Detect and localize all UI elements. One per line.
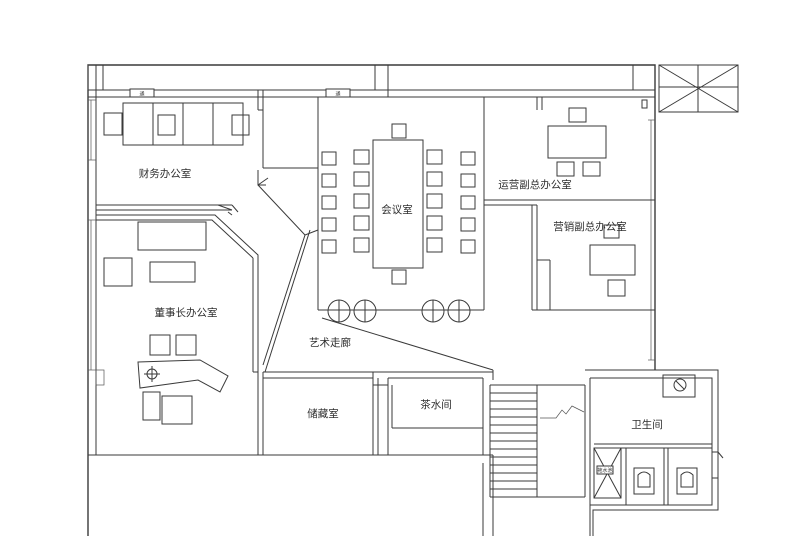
ac-unit-left-label: 通 bbox=[139, 91, 144, 98]
windows bbox=[87, 65, 655, 386]
mop-sink: 拖水池 bbox=[596, 465, 614, 475]
duct-shaft bbox=[658, 64, 739, 113]
art-corridor bbox=[257, 168, 494, 380]
tea-room bbox=[387, 377, 484, 455]
meeting-room bbox=[317, 97, 485, 323]
restroom-label: 卫生间 bbox=[631, 418, 663, 431]
meeting-room-label: 会议室 bbox=[381, 203, 413, 216]
tea-room-label: 茶水间 bbox=[420, 398, 452, 411]
sales-vp-office-label: 营销副总办公室 bbox=[553, 220, 627, 233]
chairman-office bbox=[96, 204, 264, 455]
sales-vp-office bbox=[531, 205, 655, 311]
finance-office bbox=[96, 90, 318, 211]
art-corridor-label: 艺术走廊 bbox=[309, 336, 351, 349]
ac-unit-right-label: 通 bbox=[335, 91, 340, 98]
storage-room bbox=[263, 372, 388, 455]
room-labels: 财务办公室 会议室 运营副总办公室 营销副总办公室 董事长办公室 艺术走廊 储藏… bbox=[139, 167, 663, 431]
restroom bbox=[585, 369, 724, 536]
finance-office-label: 财务办公室 bbox=[139, 167, 192, 180]
ac-unit-right: 通 bbox=[325, 88, 351, 98]
staircase bbox=[489, 384, 586, 498]
ops-vp-office bbox=[484, 97, 655, 206]
mop-sink-label: 拖水池 bbox=[597, 467, 612, 474]
chairman-office-label: 董事长办公室 bbox=[155, 306, 218, 319]
ops-vp-office-label: 运营副总办公室 bbox=[498, 178, 572, 191]
exterior-walls bbox=[87, 64, 656, 536]
storage-room-label: 储藏室 bbox=[307, 407, 339, 420]
ac-unit-left: 通 bbox=[129, 88, 155, 98]
